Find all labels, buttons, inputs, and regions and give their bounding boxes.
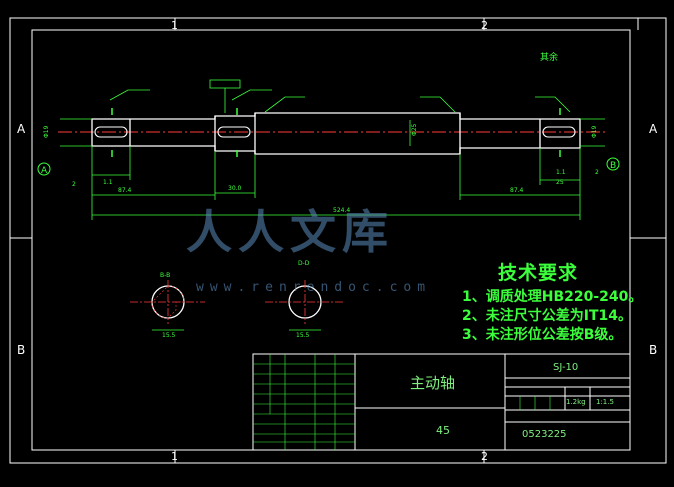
title-block-grid [253,354,551,450]
svg-text:87.4: 87.4 [510,187,524,194]
datum-b-circle [606,157,620,171]
zone-col-1-bottom: 1 [171,450,178,463]
svg-text:15.5: 15.5 [162,332,176,339]
datum-a-label: A [41,166,48,176]
svg-text:2: 2 [595,169,599,176]
tech-requirement-2: 2、未注尺寸公差为IT14。 [462,308,632,324]
datum-b-label: B [610,161,616,171]
zone-row-a-right: A [649,122,658,136]
svg-text:524.4: 524.4 [333,207,350,214]
watermark-url: www.renrendoc.com [196,280,432,295]
dimension-texts: 524.4 87.4 87.4 30.0 1.1 25 2 2 1.1 15.5… [72,169,599,339]
svg-text:25: 25 [556,179,564,186]
svg-text:87.4: 87.4 [118,187,132,194]
zone-row-b-right: B [649,343,657,357]
svg-text:30.0: 30.0 [228,185,242,192]
svg-text:2: 2 [72,181,76,188]
watermark-text: 人人文库 [186,205,394,259]
corner-note: 其余 [540,51,558,63]
section-view-left: B-B [130,272,205,331]
tech-requirements-title: 技术要求 [498,262,579,284]
zone-col-1-top: 1 [171,19,178,32]
drawing-code: 0523225 [522,429,567,440]
dim-mid-dia: Φ25 [411,123,418,136]
title-block [252,353,631,451]
svg-text:1.1: 1.1 [556,169,566,176]
drawing-number: SJ-10 [553,362,579,373]
material: 45 [436,424,450,437]
section-view-right: D-D [265,260,345,331]
dim-right-dia: Φ19 [591,125,598,138]
shaft-outline [91,112,581,155]
svg-text:1.1: 1.1 [103,179,113,186]
zone-col-2-bottom: 2 [481,450,488,463]
tech-requirement-3: 3、未注形位公差按B级。 [462,327,623,343]
zone-row-b-left: B [17,343,25,357]
weight: 1.2kg [566,398,586,406]
section-left-label: B-B [160,272,170,279]
zone-row-a-left: A [17,122,26,136]
datum-a-circle [37,162,51,176]
outer-frame [9,17,667,464]
dim-left-dia: Φ19 [43,125,50,138]
section-markers [111,108,561,157]
svg-text:15.5: 15.5 [296,332,310,339]
scale: 1:1.5 [596,398,614,406]
part-name: 主动轴 [410,374,456,392]
section-right-label: D-D [298,260,310,267]
tech-requirement-1: 1、调质处理HB220-240。 [462,289,643,305]
keyways [94,126,576,138]
zone-col-2-top: 2 [481,19,488,32]
dimension-lines [60,79,605,220]
